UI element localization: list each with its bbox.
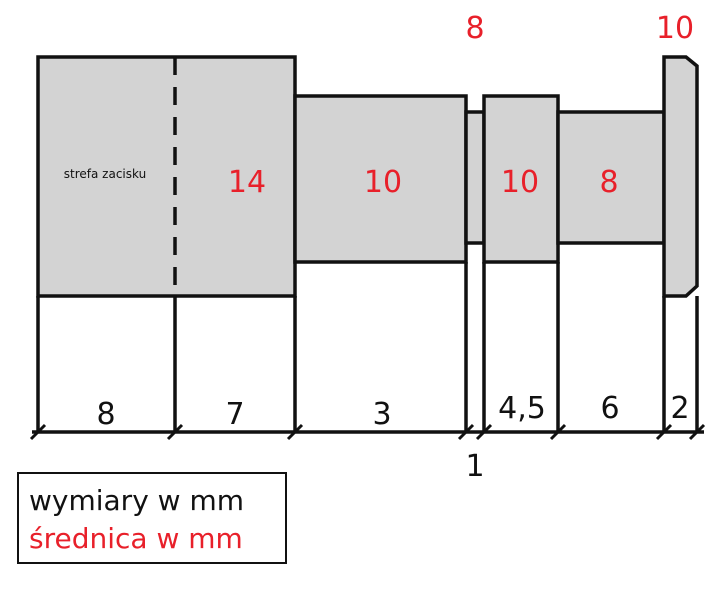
segment-head-10: [662, 55, 699, 298]
diameter-label: 8: [599, 165, 618, 200]
diameter-label: 10: [364, 165, 402, 200]
legend-diameter: średnica w mm: [29, 522, 243, 555]
length-label: 6: [600, 391, 619, 426]
length-label: 3: [372, 397, 391, 432]
segment-10-a: [293, 94, 468, 264]
dimension-ticks: [29, 423, 706, 441]
grip-zone-label: strefa zacisku: [64, 167, 146, 181]
diameter-label: 10: [656, 11, 694, 46]
diameter-label: 10: [501, 165, 539, 200]
length-label: 7: [225, 397, 244, 432]
segment-groove-8: [464, 110, 486, 245]
length-label: 1: [465, 449, 484, 484]
segment-grip-14: [36, 55, 297, 298]
length-label: 4,5: [498, 391, 546, 426]
diameter-label: 14: [228, 165, 266, 200]
legend-dimensions: wymiary w mm: [29, 484, 245, 517]
length-label: 2: [670, 391, 689, 426]
segment-10-b: [482, 94, 560, 264]
length-label: 8: [96, 397, 115, 432]
segment-8: [556, 110, 666, 245]
diameter-label: 8: [465, 11, 484, 46]
legend: wymiary w mm średnica w mm: [17, 472, 287, 564]
